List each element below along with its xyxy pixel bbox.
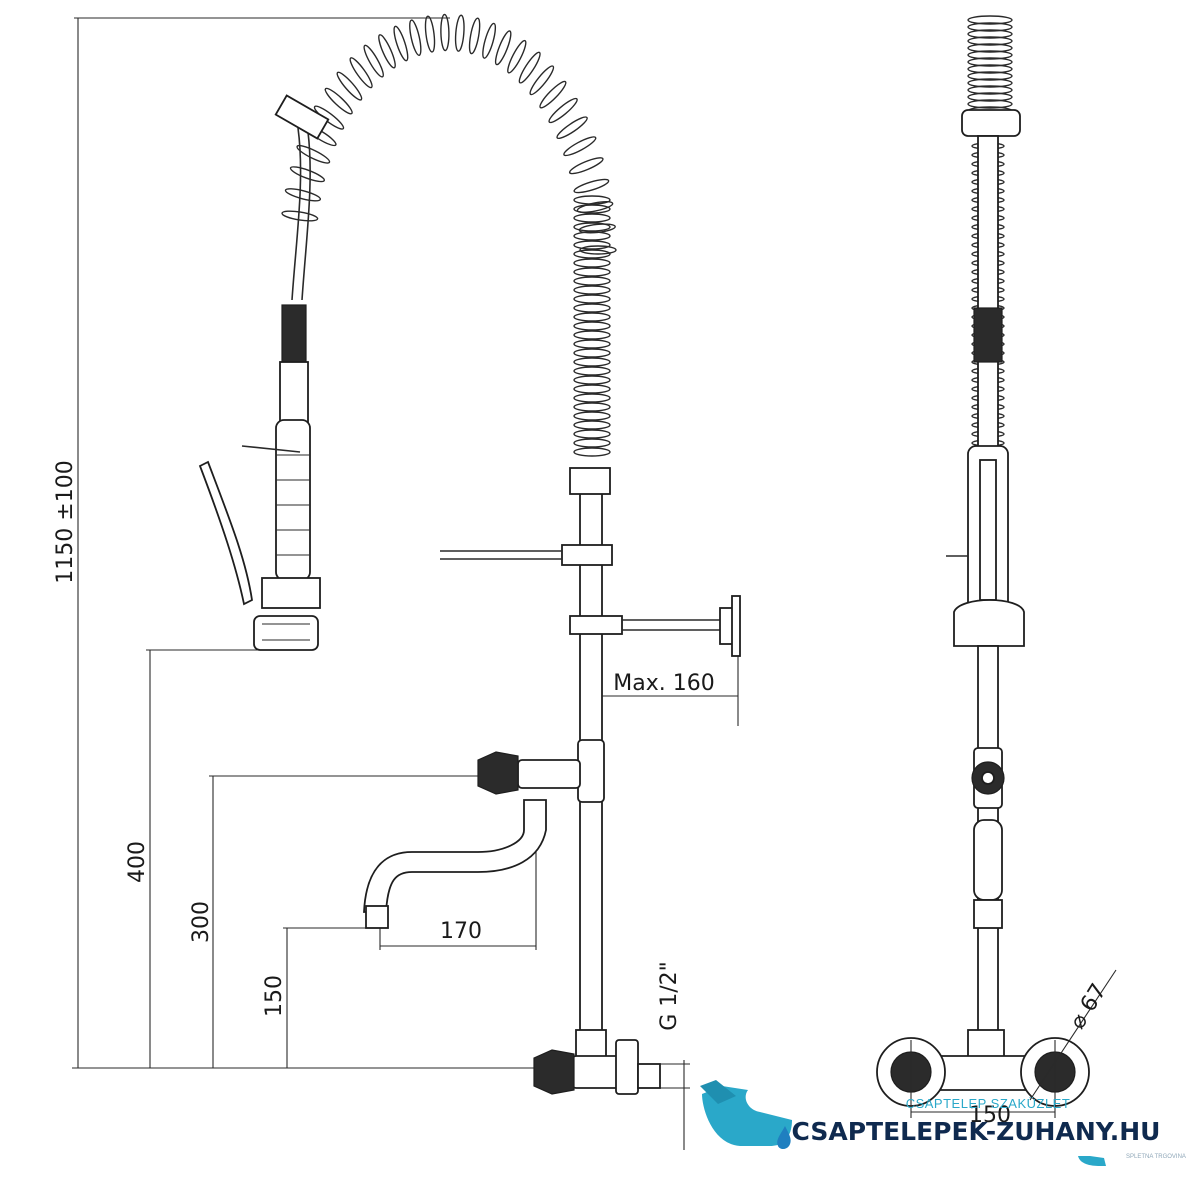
coil-loop xyxy=(573,429,611,439)
dim-spacing-150: 150 xyxy=(969,1103,1011,1128)
coil-loop xyxy=(573,330,611,340)
coil-loop xyxy=(579,245,617,255)
brand-tiny-text: SPLETNA TRGOVINA xyxy=(1126,1154,1186,1160)
coil-loop xyxy=(573,375,611,385)
coil-loop xyxy=(967,43,1013,53)
spring-coil-arc xyxy=(281,13,617,255)
coil-loop xyxy=(573,393,611,403)
coil-loop xyxy=(563,136,597,157)
coil-loop xyxy=(289,166,326,183)
coil-loop xyxy=(573,321,611,331)
coil-loop xyxy=(296,144,331,164)
coil-loop xyxy=(573,222,611,232)
coil-loop xyxy=(573,312,611,322)
coil-loop xyxy=(576,201,614,213)
coil-loop xyxy=(440,13,450,52)
coil-loop xyxy=(284,188,322,202)
coil-loop xyxy=(556,116,588,140)
coil-loop xyxy=(548,97,578,124)
coil-loop xyxy=(967,57,1013,67)
coil-loop xyxy=(573,204,611,214)
coil-loop xyxy=(539,80,567,109)
coil-loop xyxy=(573,366,611,376)
coil-loop xyxy=(573,438,611,448)
coil-loop xyxy=(573,267,611,277)
coil-loop xyxy=(967,29,1013,39)
faucet-side-view xyxy=(198,13,741,1095)
faucet-front-view xyxy=(876,15,1117,1118)
coil-loop xyxy=(573,411,611,421)
coil-loop xyxy=(529,65,555,96)
brand-subtitle: CSAPTELEP SZAKÜZLET xyxy=(906,1096,1071,1111)
coil-loop xyxy=(573,258,611,268)
dim-total-height: 1150 ±100 xyxy=(53,460,78,583)
dim-150: 150 xyxy=(262,975,287,1017)
coil-loop xyxy=(409,19,422,56)
coil-loop xyxy=(424,15,436,53)
spring-coil-vertical xyxy=(573,195,611,457)
coil-loop xyxy=(573,285,611,295)
coil-loop xyxy=(573,195,611,205)
coil-loop xyxy=(573,402,611,412)
dim-170: 170 xyxy=(440,919,482,944)
coil-loop xyxy=(573,348,611,358)
coil-loop xyxy=(573,178,610,194)
coil-loop xyxy=(573,384,611,394)
coil-loop xyxy=(378,34,396,69)
coil-loop xyxy=(573,294,611,304)
dim-300: 300 xyxy=(189,901,214,943)
dim-max-160: Max. 160 xyxy=(613,671,714,696)
coil-loop xyxy=(573,357,611,367)
coil-loop xyxy=(573,339,611,349)
coil-loop xyxy=(967,22,1013,32)
coil-loop xyxy=(967,99,1013,109)
coil-loop xyxy=(967,78,1013,88)
coil-loop xyxy=(494,30,512,66)
coil-loop xyxy=(518,51,541,84)
coil-loop xyxy=(573,420,611,430)
coil-loop xyxy=(363,44,384,78)
coil-loop xyxy=(336,71,363,101)
dim-400: 400 xyxy=(125,841,150,883)
coil-loop xyxy=(393,25,409,62)
coil-loop xyxy=(482,22,497,59)
coil-loop xyxy=(573,240,611,250)
coil-loop xyxy=(967,50,1013,60)
brand-logo: CSAPTELEP SZAKÜZLET CSAPTELEPEK-ZUHANY.H… xyxy=(700,1080,1186,1166)
small-faucet-icon xyxy=(1078,1156,1106,1166)
dimension-lines-left xyxy=(72,17,739,1150)
coil-loop xyxy=(468,17,481,55)
coil-loop xyxy=(324,87,353,115)
coil-loop xyxy=(967,92,1013,102)
coil-loop xyxy=(573,276,611,286)
coil-loop xyxy=(507,39,527,74)
dim-thread: G 1/2" xyxy=(657,961,682,1031)
coil-loop xyxy=(573,249,611,259)
coil-loop xyxy=(573,447,611,457)
coil-loop xyxy=(967,36,1013,46)
coil-loop xyxy=(967,71,1013,81)
coil-loop xyxy=(454,14,465,52)
coil-loop xyxy=(573,231,611,241)
coil-loop xyxy=(573,303,611,313)
coil-loop xyxy=(967,64,1013,74)
coil-loop xyxy=(349,57,373,89)
brand-name: CSAPTELEPEK-ZUHANY.HU xyxy=(792,1117,1161,1146)
coil-loop xyxy=(568,157,604,175)
coil-loop xyxy=(967,85,1013,95)
coil-loop xyxy=(573,213,611,223)
coil-loop xyxy=(967,15,1013,25)
